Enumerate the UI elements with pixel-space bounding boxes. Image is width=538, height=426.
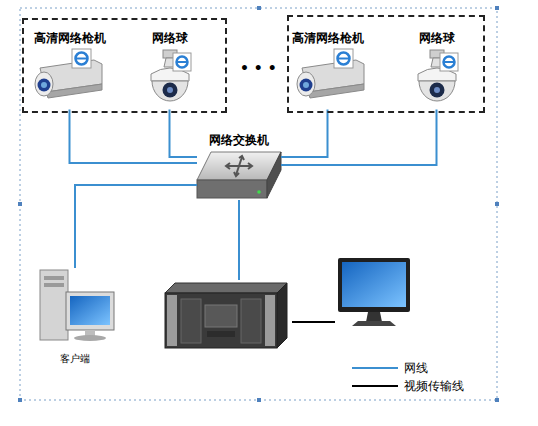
node-label: 网络交换机	[197, 132, 281, 149]
dome-camera-icon	[151, 50, 191, 101]
nvr-top	[165, 283, 287, 293]
switch-top	[197, 152, 281, 180]
legend-line-sample	[352, 367, 398, 369]
nvr-handle	[265, 295, 275, 346]
switch-side	[267, 152, 281, 198]
monitor-base	[352, 321, 396, 326]
node-label: 网络球	[402, 30, 472, 47]
frame-handle	[18, 398, 22, 402]
switch-front	[197, 180, 267, 198]
switch-icon	[197, 152, 281, 198]
pc-tower	[40, 270, 68, 340]
nvr-buttons	[207, 331, 235, 337]
arrow-head	[226, 163, 230, 169]
drive-slot	[44, 276, 64, 280]
node-label: 客户端	[35, 352, 115, 366]
video-monitor	[335, 258, 413, 332]
bullet-camera-icon	[35, 49, 102, 98]
ellipsis-mark: • • •	[240, 60, 277, 76]
cable-line	[238, 200, 240, 280]
monitor-frame	[338, 258, 410, 312]
node-label: 网络球	[135, 30, 205, 47]
cable-line	[281, 110, 437, 166]
dome-camera: 网络球	[402, 28, 472, 110]
monitor-icon	[338, 258, 410, 326]
nvr-front	[165, 293, 277, 348]
cable-line	[70, 110, 198, 164]
frame-handle	[257, 6, 261, 10]
arrow-head	[239, 156, 244, 160]
cable-line	[170, 110, 198, 158]
node-label: 高清网络枪机	[30, 30, 110, 47]
camera-group: 高清网络枪机 网络球	[287, 15, 485, 113]
frame-handle	[495, 202, 499, 206]
drive-slot	[44, 283, 64, 287]
cable-line	[292, 321, 335, 323]
monitor-neck	[366, 312, 382, 322]
frame-handle	[18, 202, 22, 206]
cable-line	[281, 110, 328, 158]
legend-text: 视频传输线	[404, 378, 464, 395]
nvr-handle	[167, 295, 177, 346]
nvr-side	[277, 283, 287, 348]
cable-line	[75, 185, 197, 268]
arrow-head	[234, 172, 239, 176]
nvr-panel	[181, 299, 201, 343]
bullet-camera: 高清网络枪机	[290, 28, 366, 110]
nvr-panel	[241, 299, 261, 343]
frame-handle	[257, 398, 261, 402]
legend-line-sample	[352, 385, 398, 387]
bullet-camera: 高清网络枪机	[30, 28, 110, 110]
arrow-line	[236, 157, 242, 175]
arrow-head	[248, 163, 252, 169]
outer-frame	[20, 8, 497, 400]
status-light	[257, 190, 261, 194]
camera-group: 高清网络枪机 网络球	[22, 18, 227, 113]
monitor-screen	[342, 262, 406, 307]
frame-handle	[495, 398, 499, 402]
node-label: 高清网络枪机	[290, 30, 366, 47]
pc-screen	[70, 296, 110, 325]
client-pc: 客户端	[35, 268, 115, 366]
frame-handle	[495, 6, 499, 10]
network-switch: 网络交换机	[197, 132, 281, 200]
dome-camera-icon	[418, 50, 458, 101]
dome-camera: 网络球	[135, 28, 205, 110]
pc-base	[74, 335, 106, 341]
nvr-display	[205, 305, 237, 327]
nvr-icon	[165, 283, 287, 348]
switch-arrows	[226, 156, 252, 176]
pc-icon	[40, 270, 114, 341]
pc-monitor-frame	[66, 292, 114, 330]
bullet-camera-icon	[297, 49, 364, 98]
legend-text: 网线	[404, 360, 428, 377]
nvr-device	[162, 280, 292, 352]
